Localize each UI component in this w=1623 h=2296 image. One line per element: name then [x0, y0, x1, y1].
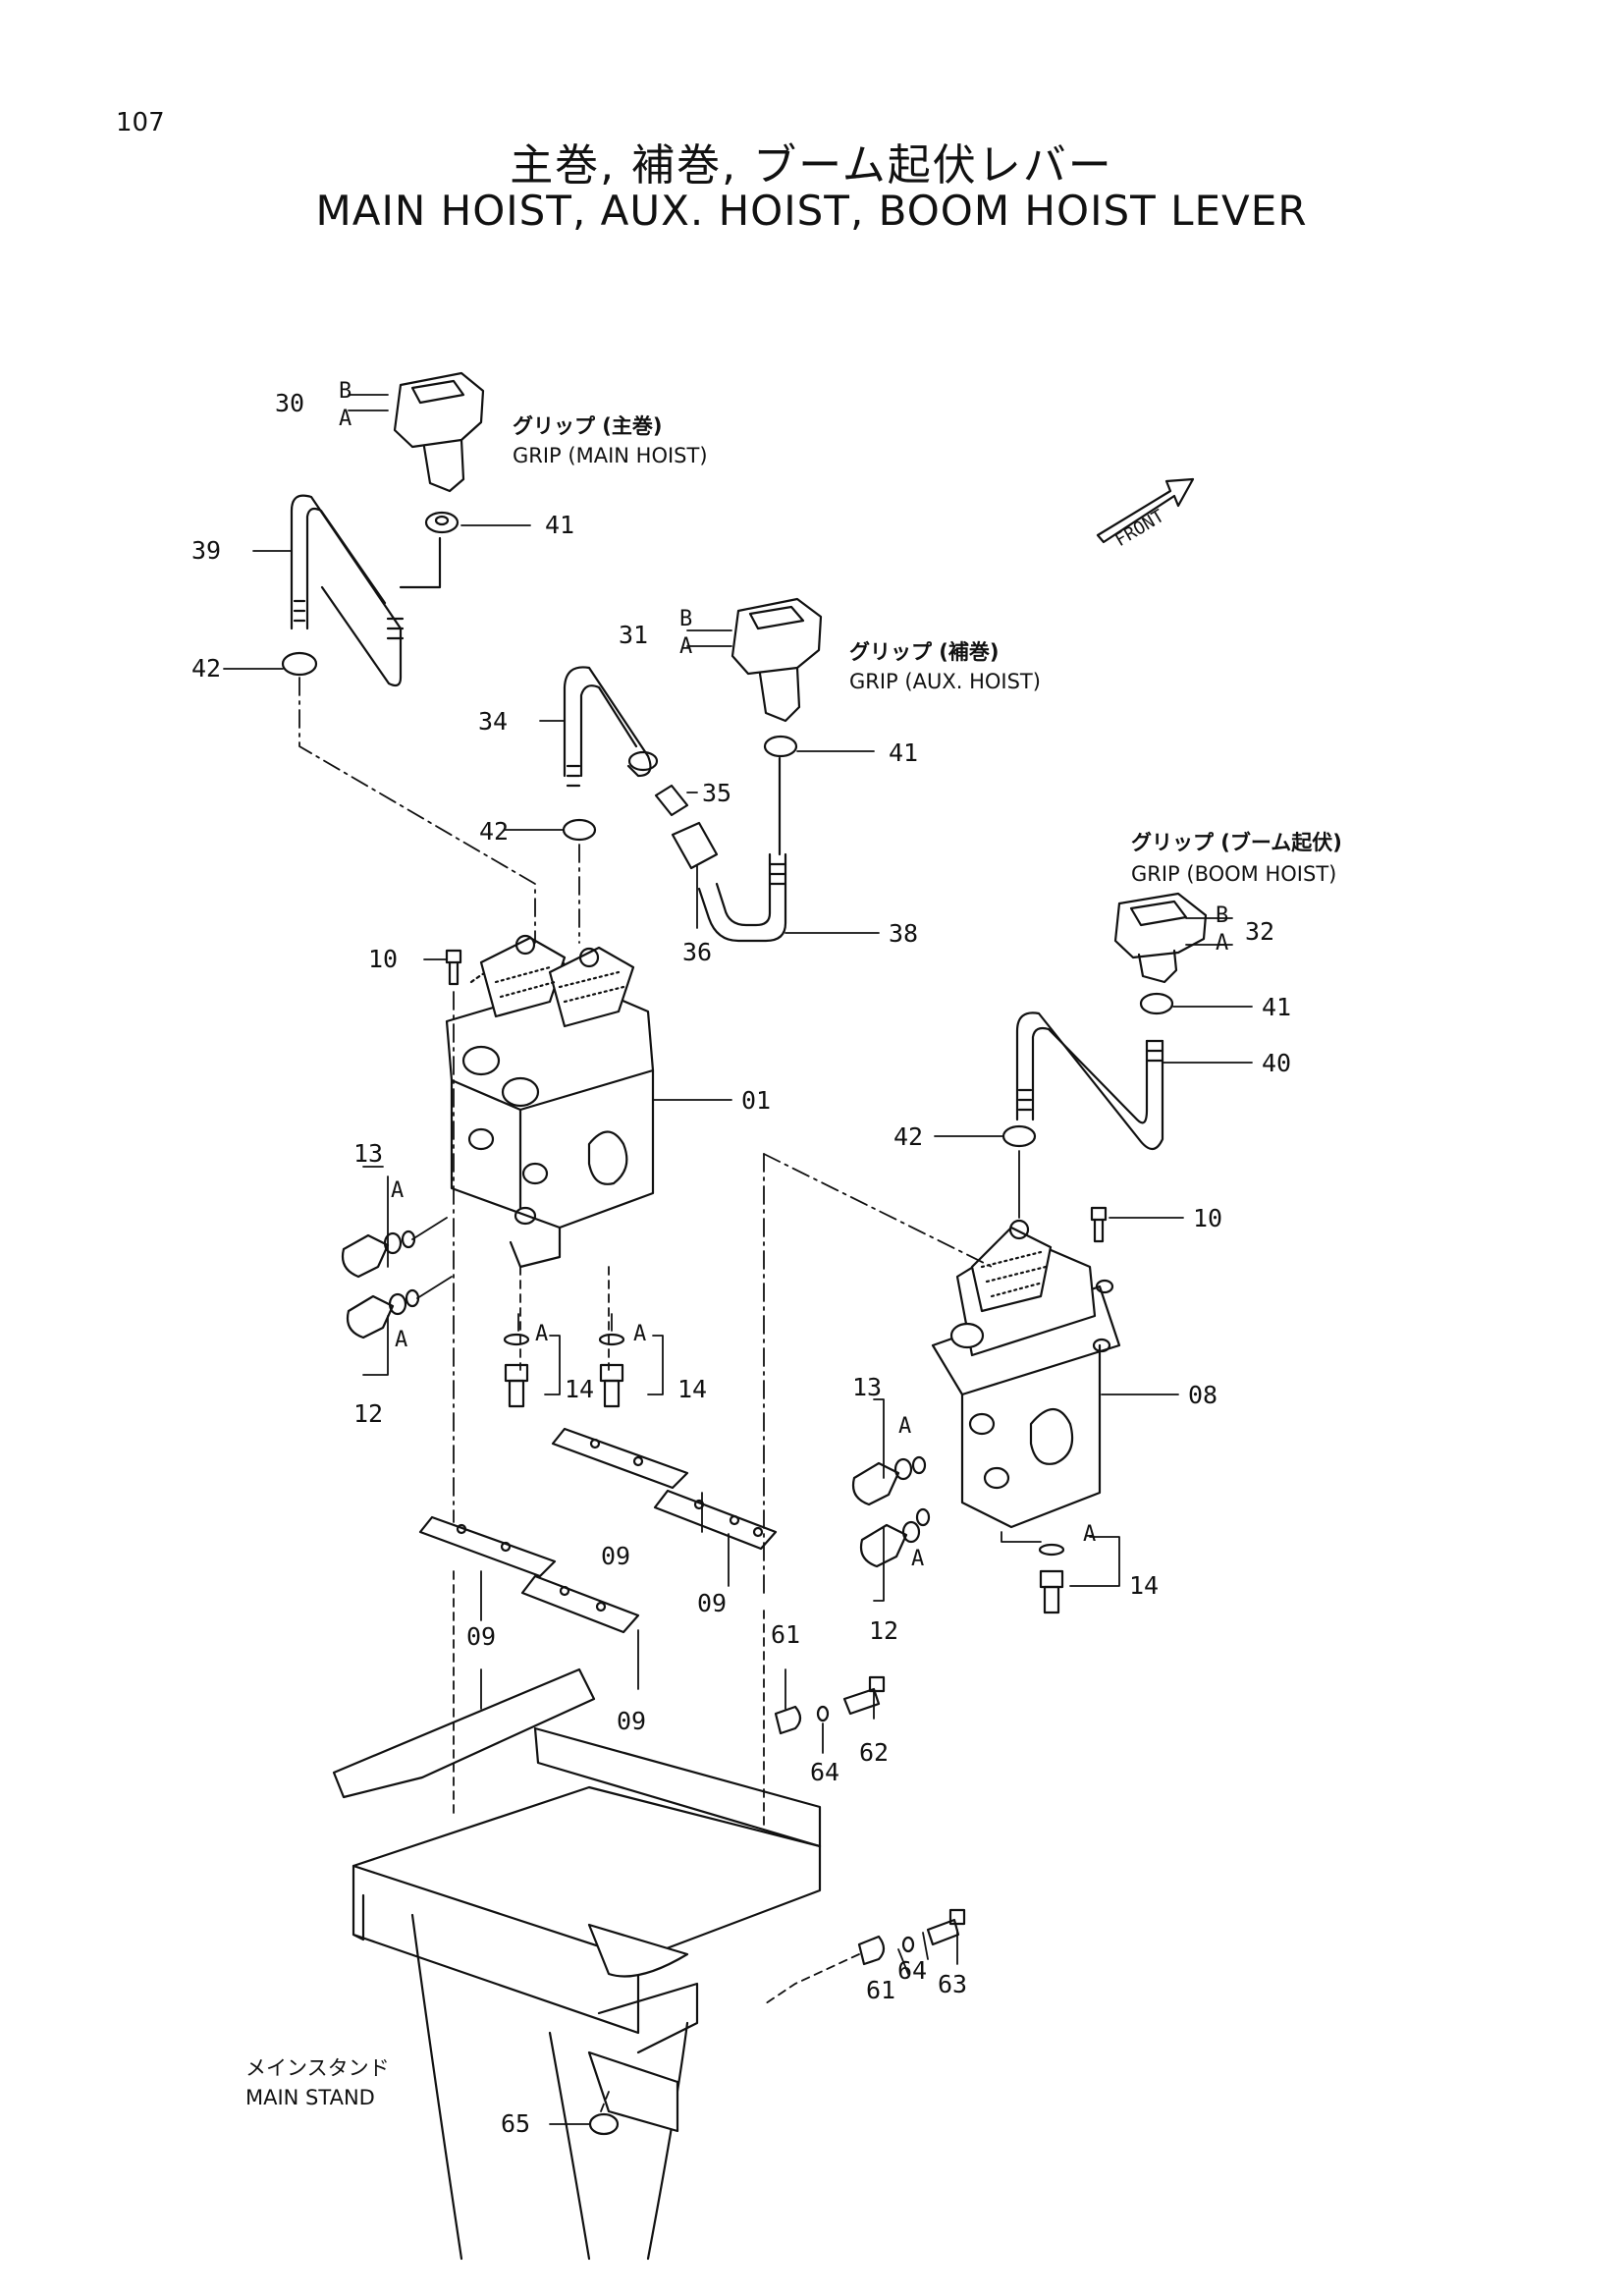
main-stand-icon	[332, 1667, 822, 2261]
grip-boom-hoist-label-en: GRIP (BOOM HOIST)	[1131, 862, 1337, 886]
bolt-62-icon	[842, 1675, 886, 1716]
variant-letter-a: A	[339, 407, 352, 431]
elbow-fitting-12-icon	[346, 1292, 407, 1339]
part-number-41: 41	[545, 511, 575, 539]
bolt-10-icon	[445, 949, 462, 986]
grip-main-hoist-label-jp: グリップ (主巻)	[513, 414, 663, 438]
variant-letter-a: A	[391, 1178, 405, 1203]
lever-rod-40	[1015, 1011, 1164, 1151]
lever-rod-34	[563, 666, 659, 788]
control-valve-08-icon	[931, 1219, 1121, 1529]
part-number-42: 42	[479, 817, 510, 846]
grip-aux-hoist-label-en: GRIP (AUX. HOIST)	[849, 670, 1041, 693]
variant-letter-a: A	[633, 1322, 647, 1346]
grip-aux-hoist-icon	[730, 597, 823, 758]
part-number-09: 09	[601, 1542, 631, 1570]
part-number-62: 62	[859, 1738, 890, 1767]
part-number-42: 42	[191, 654, 222, 683]
variant-letter-a: A	[535, 1322, 549, 1346]
part-number-61: 61	[771, 1620, 801, 1649]
page-number: 107	[116, 108, 165, 137]
part-number-10: 10	[1193, 1204, 1223, 1232]
part-number-35: 35	[702, 779, 732, 807]
part-number-09: 09	[617, 1707, 647, 1735]
part-number-08: 08	[1188, 1381, 1218, 1409]
part-number-42: 42	[893, 1122, 924, 1151]
page-title-english: MAIN HOIST, AUX. HOIST, BOOM HOIST LEVER	[315, 187, 1308, 235]
grip-main-hoist-icon	[393, 371, 485, 534]
part-number-09: 09	[466, 1622, 497, 1651]
part-number-65: 65	[501, 2109, 531, 2138]
part-number-61: 61	[866, 1976, 896, 2004]
grip-main-hoist-label-en: GRIP (MAIN HOIST)	[513, 444, 708, 467]
part-number-01: 01	[741, 1086, 772, 1115]
spacer-35-icon	[654, 784, 689, 817]
bolt-10b-icon	[1090, 1206, 1108, 1243]
part-number-14: 14	[565, 1375, 595, 1403]
variant-letter-a: A	[1216, 931, 1229, 956]
part-number-12: 12	[869, 1616, 899, 1645]
part-number-10: 10	[368, 945, 399, 973]
nut-42c-icon	[1001, 1124, 1037, 1148]
clamp-61b-icon	[857, 1935, 915, 1966]
o-ring-icon	[911, 1455, 927, 1475]
lever-rod-39	[290, 494, 442, 687]
part-number-63: 63	[938, 1970, 968, 1998]
straight-fitting-14a-icon	[503, 1333, 530, 1408]
part-number-09: 09	[697, 1589, 728, 1617]
variant-letter-b: B	[679, 607, 693, 631]
part-number-13: 13	[353, 1139, 384, 1168]
part-number-41: 41	[1262, 993, 1292, 1021]
nut-42b-icon	[562, 818, 597, 842]
variant-letter-a: A	[395, 1328, 408, 1352]
variant-letter-a: A	[679, 634, 693, 659]
clamp-61-icon	[774, 1705, 830, 1735]
part-number-40: 40	[1262, 1049, 1292, 1077]
variant-letter-a: A	[1083, 1522, 1097, 1547]
part-number-14: 14	[677, 1375, 708, 1403]
part-number-36: 36	[682, 938, 713, 966]
grip-boom-hoist-label-jp: グリップ (ブーム起伏)	[1131, 831, 1342, 854]
straight-fitting-14c-icon	[1038, 1543, 1065, 1614]
elbow-fitting-13-icon	[341, 1231, 403, 1279]
control-valve-01-icon	[445, 934, 655, 1269]
part-number-12: 12	[353, 1399, 384, 1428]
page-title-japanese: 主巻, 補巻, ブーム起伏レバー	[510, 140, 1113, 191]
main-stand-label-jp: メインスタンド	[245, 2056, 390, 2080]
grip-boom-hoist-icon	[1113, 892, 1208, 1015]
leader-lines	[223, 394, 1253, 2125]
front-arrow-icon: FRONT	[1096, 477, 1195, 551]
straight-fitting-14b-icon	[598, 1333, 625, 1408]
bolt-63-icon	[926, 1908, 966, 1946]
part-number-13: 13	[852, 1373, 883, 1401]
part-number-30: 30	[275, 389, 305, 417]
elbow-fitting-13b-icon	[851, 1457, 913, 1506]
part-number-38: 38	[889, 919, 919, 948]
nut-42-icon	[281, 651, 318, 677]
o-ring-icon	[401, 1230, 416, 1249]
nut-36-icon	[671, 821, 719, 870]
part-number-64: 64	[897, 1956, 928, 1985]
part-number-41: 41	[889, 738, 919, 767]
main-stand-label-en: MAIN STAND	[245, 2086, 375, 2109]
part-number-32: 32	[1245, 917, 1275, 946]
variant-letter-a: A	[898, 1414, 912, 1439]
variant-letter-a: A	[911, 1547, 925, 1571]
grip-aux-hoist-label-jp: グリップ (補巻)	[849, 640, 1000, 664]
part-number-14: 14	[1129, 1571, 1160, 1600]
variant-letter-b: B	[339, 379, 352, 404]
lever-rod-38	[697, 756, 787, 943]
plate-09-icons	[418, 1427, 778, 1634]
o-ring-icon	[915, 1507, 931, 1527]
variant-letter-b: B	[1216, 903, 1229, 928]
part-number-64: 64	[810, 1758, 840, 1786]
part-number-34: 34	[478, 707, 509, 736]
nut-65-icon	[588, 2112, 620, 2136]
part-number-39: 39	[191, 536, 222, 565]
part-number-31: 31	[619, 621, 649, 649]
